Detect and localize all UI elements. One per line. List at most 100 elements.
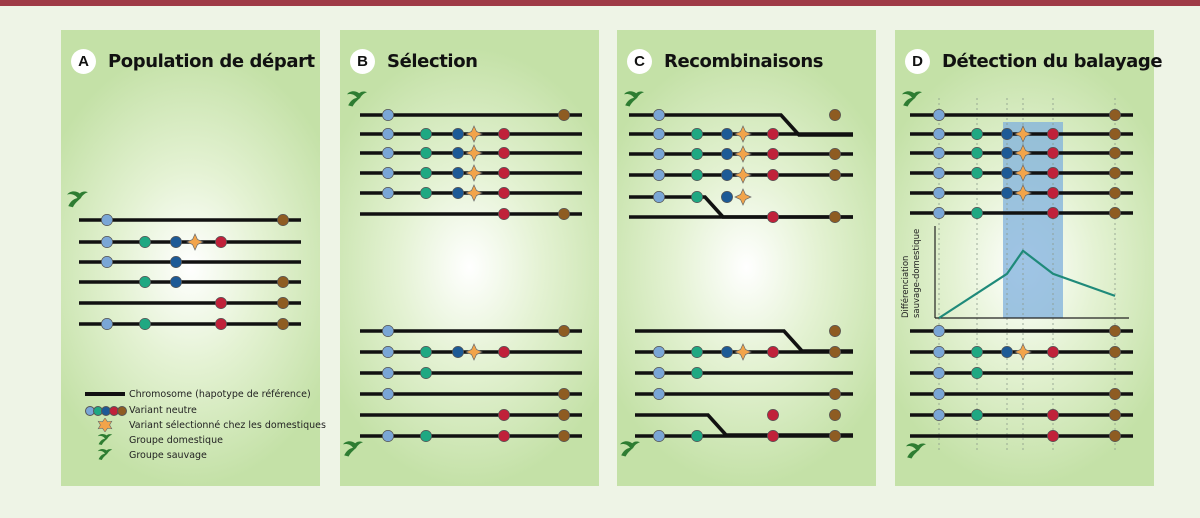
d-domestic-variant-teal-2 <box>971 128 983 140</box>
a-start-variant-brown-5 <box>277 297 289 309</box>
b-wild-variant-light-blue-1 <box>382 325 394 337</box>
legend-selected-variant-star-icon <box>85 418 129 432</box>
domestic-group-icon <box>624 91 644 107</box>
b-domestic-variant-red-5 <box>498 187 510 199</box>
b-wild-variant-light-blue-3 <box>382 367 394 379</box>
b-wild-variant-brown-6 <box>558 430 570 442</box>
legend-domestic-group-icon <box>85 433 129 447</box>
panel-d-title: Détection du balayage <box>942 50 1163 72</box>
b-domestic-variant-teal-3 <box>420 147 432 159</box>
d-wild-variant-red-2 <box>1047 346 1059 358</box>
b-wild-variant-light-blue-2 <box>382 346 394 358</box>
c-domestic-variant-brown-6 <box>829 211 841 223</box>
d-domestic-variant-teal-3 <box>971 147 983 159</box>
d-domestic-variant-brown-4 <box>1109 167 1121 179</box>
c-domestic-variant-brown-4 <box>829 169 841 181</box>
b-domestic-variant-brown-1 <box>558 109 570 121</box>
b-wild-selected-variant-2 <box>465 343 483 361</box>
d-wild-variant-light-blue-5 <box>933 409 945 421</box>
panel-c-header: C Recombinaisons <box>627 48 872 74</box>
c-domestic-variant-teal-3 <box>691 148 703 160</box>
b-domestic-variant-light-blue-4 <box>382 167 394 179</box>
panel-a-title: Population de départ <box>108 50 315 72</box>
b-domestic-variant-light-blue-1 <box>382 109 394 121</box>
b-wild-variant-brown-4 <box>558 388 570 400</box>
differentiation-curve <box>938 249 1116 319</box>
panel-d-letter-badge: D <box>905 48 930 74</box>
c-domestic-variant-light-blue-5 <box>653 191 665 203</box>
panel-d-header: D Détection du balayage <box>905 48 1163 74</box>
c-domestic-selected-variant-2 <box>734 125 752 143</box>
d-wild-variant-brown-2 <box>1109 346 1121 358</box>
c-wild-chromosome-5 <box>635 413 853 437</box>
c-domestic-variant-navy-3 <box>721 148 733 160</box>
c-wild-variant-red-2 <box>767 346 779 358</box>
wild-group-icon <box>906 443 926 459</box>
c-domestic-variant-brown-3 <box>829 148 841 160</box>
d-domestic-variant-teal-6 <box>971 207 983 219</box>
domestic-sprout-icon <box>97 433 113 445</box>
d-wild-selected-variant-2 <box>1014 343 1032 361</box>
panel-a-letter-badge: A <box>71 48 96 74</box>
panel-c-title: Recombinaisons <box>664 50 824 72</box>
b-wild-variant-teal-6 <box>420 430 432 442</box>
legend-chromosome-label: Chromosome (hapotype de référence) <box>129 388 311 400</box>
a-start-variant-teal-2 <box>139 236 151 248</box>
d-domestic-variant-red-5 <box>1047 187 1059 199</box>
d-domestic-variant-light-blue-3 <box>933 147 945 159</box>
panel-c-letter-badge: C <box>627 48 652 74</box>
c-wild-variant-red-5 <box>767 409 779 421</box>
c-domestic-variant-red-3 <box>767 148 779 160</box>
c-wild-variant-brown-6 <box>829 430 841 442</box>
c-domestic-selected-variant-3 <box>734 145 752 163</box>
d-domestic-variant-light-blue-5 <box>933 187 945 199</box>
panel-a-drawing <box>67 191 301 330</box>
d-domestic-variant-navy-5 <box>1001 187 1013 199</box>
d-domestic-variant-navy-2 <box>1001 128 1013 140</box>
c-domestic-variant-teal-5 <box>691 191 703 203</box>
panel-b-letter-badge: B <box>350 48 375 74</box>
c-wild-variant-teal-3 <box>691 367 703 379</box>
c-wild-variant-light-blue-3 <box>653 367 665 379</box>
b-domestic-selected-variant-3 <box>465 144 483 162</box>
b-wild-variant-light-blue-4 <box>382 388 394 400</box>
b-domestic-variant-navy-2 <box>452 128 464 140</box>
c-domestic-variant-light-blue-4 <box>653 169 665 181</box>
b-wild-variant-teal-2 <box>420 346 432 358</box>
a-start-variant-red-6 <box>215 318 227 330</box>
graph-ylabel-line2: sauvage-domestique <box>912 229 922 318</box>
c-wild-variant-light-blue-4 <box>653 388 665 400</box>
c-domestic-variant-red-4 <box>767 169 779 181</box>
d-wild-variant-brown-1 <box>1109 325 1121 337</box>
a-start-variant-navy-3 <box>170 256 182 268</box>
b-domestic-variant-red-3 <box>498 147 510 159</box>
b-wild-variant-navy-2 <box>452 346 464 358</box>
d-domestic-variant-light-blue-4 <box>933 167 945 179</box>
b-domestic-variant-navy-5 <box>452 187 464 199</box>
b-domestic-variant-navy-3 <box>452 147 464 159</box>
legend-chromosome-row: Chromosome (hapotype de référence) <box>85 387 317 401</box>
d-wild-variant-teal-3 <box>971 367 983 379</box>
b-wild-variant-brown-5 <box>558 409 570 421</box>
panel-c-recombinations: C Recombinaisons <box>617 30 876 486</box>
b-domestic-variant-light-blue-5 <box>382 187 394 199</box>
panel-b-header: B Sélection <box>350 48 595 74</box>
d-domestic-variant-brown-2 <box>1109 128 1121 140</box>
d-domestic-variant-brown-1 <box>1109 109 1121 121</box>
legend-chromosome-swatch <box>85 387 129 401</box>
legend-domestic-row: Groupe domestique <box>85 433 317 447</box>
b-wild-variant-red-5 <box>498 409 510 421</box>
d-wild-variant-brown-5 <box>1109 409 1121 421</box>
wild-group-icon <box>67 191 88 208</box>
c-domestic-variant-red-6 <box>767 211 779 223</box>
legend-selected-row: Variant sélectionné chez les domestiques <box>85 418 326 432</box>
d-domestic-variant-light-blue-6 <box>933 207 945 219</box>
d-domestic-selected-variant-3 <box>1014 144 1032 162</box>
d-domestic-variant-red-2 <box>1047 128 1059 140</box>
panel-b-title: Sélection <box>387 50 478 72</box>
c-domestic-variant-teal-2 <box>691 128 703 140</box>
c-domestic-variant-brown-1 <box>829 109 841 121</box>
b-wild-variant-teal-3 <box>420 367 432 379</box>
d-domestic-variant-brown-6 <box>1109 207 1121 219</box>
c-domestic-selected-variant-4 <box>734 166 752 184</box>
